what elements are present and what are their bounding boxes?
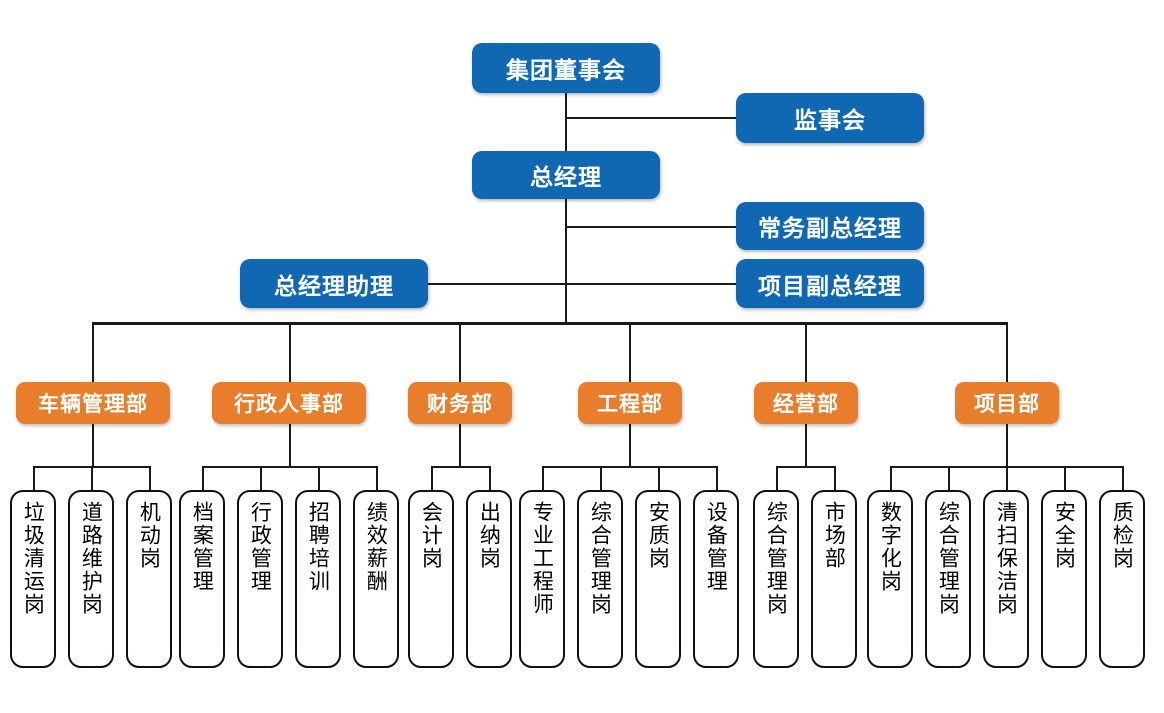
node-position-quality-inspection[interactable]: 质检岗 <box>1099 490 1145 668</box>
stem-dept-4 <box>805 424 807 466</box>
node-position-accounting[interactable]: 会计岗 <box>408 490 454 668</box>
node-group-board[interactable]: 集团董事会 <box>472 43 660 93</box>
stem-dept-1 <box>289 424 291 466</box>
position-label: 综合管理岗 <box>936 501 961 616</box>
connector-gm-to-project-deputy <box>565 283 736 285</box>
position-label: 设备管理 <box>704 501 729 593</box>
drop-dept-4-pos-0 <box>776 466 778 492</box>
position-label: 综合管理岗 <box>764 501 789 616</box>
drop-dept-3-pos-3 <box>716 466 718 492</box>
position-label: 清扫保洁岗 <box>994 501 1019 616</box>
drop-dept-5-pos-3 <box>1064 466 1066 492</box>
drop-dept-5-pos-2 <box>1006 466 1008 492</box>
node-position-professional-engineer[interactable]: 专业工程师 <box>519 490 565 668</box>
drop-dept-2-pos-0 <box>431 466 433 492</box>
drop-dept-1-pos-0 <box>202 466 204 492</box>
connector-board-to-gm <box>565 93 567 151</box>
department-bus <box>92 322 1008 325</box>
node-department-engineering[interactable]: 工程部 <box>578 382 682 424</box>
node-position-flexible-duty[interactable]: 机动岗 <box>126 490 172 668</box>
position-label: 专业工程师 <box>530 501 555 616</box>
position-label: 档案管理 <box>190 501 215 593</box>
connector-gm-to-exec-deputy <box>565 226 736 228</box>
bus-dept-2 <box>431 466 490 468</box>
position-label: 安质岗 <box>646 501 671 570</box>
drop-dept-5-pos-4 <box>1122 466 1124 492</box>
connector-bus-to-dept-3 <box>629 322 631 382</box>
connector-board-to-supervisory <box>565 117 736 119</box>
drop-dept-5-pos-1 <box>948 466 950 492</box>
node-position-recruitment-training[interactable]: 招聘培训 <box>295 490 341 668</box>
node-position-project-general-management[interactable]: 综合管理岗 <box>925 490 971 668</box>
position-label: 招聘培训 <box>306 501 331 593</box>
bus-dept-3 <box>542 466 717 468</box>
drop-dept-1-pos-1 <box>260 466 262 492</box>
connector-bus-to-dept-4 <box>805 322 807 382</box>
node-department-project[interactable]: 项目部 <box>955 382 1059 424</box>
bus-dept-1 <box>202 466 377 468</box>
drop-dept-1-pos-3 <box>376 466 378 492</box>
position-label: 安全岗 <box>1052 501 1077 570</box>
node-project-deputy-gm[interactable]: 项目副总经理 <box>736 259 924 308</box>
drop-dept-3-pos-1 <box>600 466 602 492</box>
node-department-finance[interactable]: 财务部 <box>408 382 512 424</box>
position-label: 垃圾清运岗 <box>21 501 46 616</box>
connector-bus-to-dept-1 <box>289 322 291 382</box>
drop-dept-0-pos-1 <box>91 466 93 492</box>
connector-bus-to-dept-5 <box>1006 322 1008 382</box>
node-position-engineering-general-management[interactable]: 综合管理岗 <box>577 490 623 668</box>
position-label: 道路维护岗 <box>79 501 104 616</box>
node-position-admin-management[interactable]: 行政管理 <box>237 490 283 668</box>
node-position-marketing[interactable]: 市场部 <box>811 490 857 668</box>
drop-dept-1-pos-2 <box>318 466 320 492</box>
position-label: 市场部 <box>822 501 847 570</box>
node-position-road-maintenance[interactable]: 道路维护岗 <box>68 490 114 668</box>
position-label: 行政管理 <box>248 501 273 593</box>
connector-gm-to-bus <box>565 199 567 323</box>
node-position-performance-compensation[interactable]: 绩效薪酬 <box>353 490 399 668</box>
connector-gm-to-assistant <box>428 283 566 285</box>
node-executive-deputy-gm[interactable]: 常务副总经理 <box>736 202 924 250</box>
position-label: 机动岗 <box>137 501 162 570</box>
node-general-manager[interactable]: 总经理 <box>472 151 660 199</box>
drop-dept-3-pos-2 <box>658 466 660 492</box>
stem-dept-2 <box>459 424 461 466</box>
node-position-cashier[interactable]: 出纳岗 <box>466 490 512 668</box>
position-label: 会计岗 <box>419 501 444 570</box>
position-label: 绩效薪酬 <box>364 501 389 593</box>
node-position-archive-management[interactable]: 档案管理 <box>179 490 225 668</box>
node-position-equipment-management[interactable]: 设备管理 <box>693 490 739 668</box>
drop-dept-4-pos-1 <box>834 466 836 492</box>
node-position-safety-quality[interactable]: 安质岗 <box>635 490 681 668</box>
node-supervisory-board[interactable]: 监事会 <box>736 93 924 143</box>
stem-dept-3 <box>629 424 631 466</box>
node-gm-assistant[interactable]: 总经理助理 <box>240 259 428 308</box>
stem-dept-5 <box>1006 424 1008 466</box>
position-label: 综合管理岗 <box>588 501 613 616</box>
drop-dept-0-pos-2 <box>149 466 151 492</box>
node-position-garbage-transport[interactable]: 垃圾清运岗 <box>10 490 56 668</box>
node-position-cleaning-sanitation[interactable]: 清扫保洁岗 <box>983 490 1029 668</box>
drop-dept-2-pos-1 <box>489 466 491 492</box>
drop-dept-5-pos-0 <box>890 466 892 492</box>
node-position-operations-general-management[interactable]: 综合管理岗 <box>753 490 799 668</box>
node-department-admin-hr[interactable]: 行政人事部 <box>212 382 366 424</box>
node-position-digitalization[interactable]: 数字化岗 <box>867 490 913 668</box>
drop-dept-3-pos-0 <box>542 466 544 492</box>
position-label: 数字化岗 <box>878 501 903 593</box>
node-department-vehicle-management[interactable]: 车辆管理部 <box>16 382 170 424</box>
node-position-safety[interactable]: 安全岗 <box>1041 490 1087 668</box>
node-department-operations[interactable]: 经营部 <box>754 382 858 424</box>
position-label: 质检岗 <box>1110 501 1135 570</box>
connector-bus-to-dept-0 <box>92 322 94 382</box>
position-label: 出纳岗 <box>477 501 502 570</box>
bus-dept-4 <box>776 466 835 468</box>
stem-dept-0 <box>92 424 94 466</box>
drop-dept-0-pos-0 <box>33 466 35 492</box>
connector-bus-to-dept-2 <box>459 322 461 382</box>
